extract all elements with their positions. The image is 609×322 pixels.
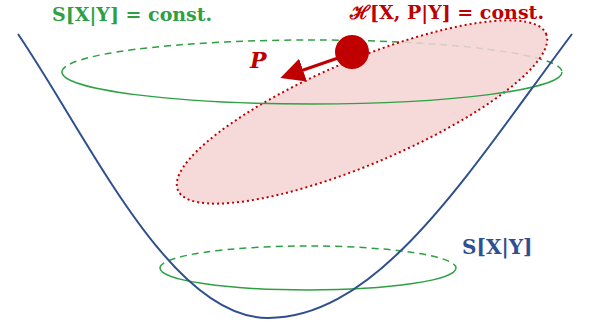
level-set-front: [160, 268, 456, 290]
hamiltonian-level-set: [158, 0, 567, 238]
level-set-back: [160, 246, 456, 268]
level-set-label: S[X|Y] = const.: [52, 4, 212, 25]
hamiltonian-label: ℋ[X, P|Y] = const.: [350, 2, 544, 23]
entropy-bowl: [18, 34, 572, 318]
momentum-arrow: [286, 58, 338, 76]
level-set-front: [62, 72, 562, 104]
bowl-label: S[X|Y]: [462, 236, 532, 258]
momentum-label: P: [250, 48, 267, 72]
particle: [335, 35, 369, 69]
